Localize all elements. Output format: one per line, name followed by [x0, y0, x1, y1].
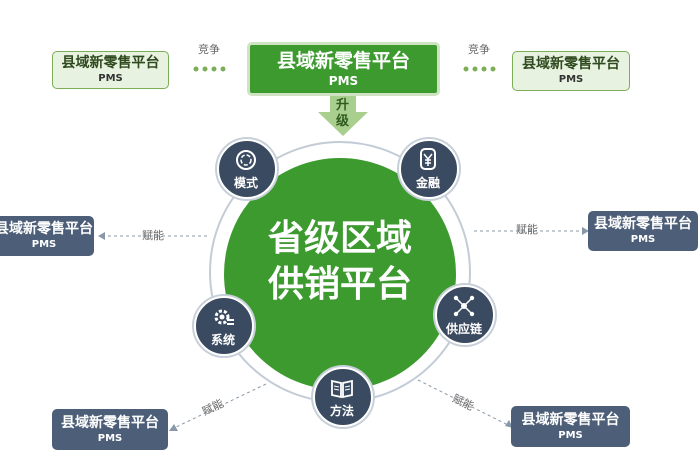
platform-sub: PMS — [558, 74, 584, 85]
platform-title: 县域新零售平台 — [521, 411, 620, 428]
node-model: 模式 — [217, 139, 277, 199]
gear-icon — [214, 309, 234, 325]
node-supply-chain-label: 供应链 — [446, 322, 483, 336]
retail-platform-top-right: 县域新零售平台 PMS — [512, 51, 630, 91]
book-icon — [331, 379, 353, 399]
node-supply-chain: 供应链 — [435, 285, 495, 345]
platform-title: 县域新零售平台 — [276, 49, 410, 72]
node-system-label: 系统 — [211, 333, 236, 347]
node-method-label: 方法 — [330, 404, 355, 418]
empower-label-right: 赋能 — [516, 223, 538, 236]
node-system: 系统 — [194, 296, 254, 356]
upgrade-text-2: 级 — [336, 114, 350, 129]
compete-label-left: 竞争 — [198, 43, 220, 56]
platform-title: 县域新零售平台 — [61, 414, 159, 431]
center-title-line1: 省级区域 — [268, 218, 413, 259]
compete-dots-right — [463, 66, 496, 72]
network-icon — [453, 295, 475, 317]
empower-label-left: 赋能 — [142, 229, 164, 242]
retail-platform-top-main: 县域新零售平台 PMS — [247, 42, 440, 96]
empower-arrow-right — [582, 227, 589, 235]
platform-sub: PMS — [97, 432, 123, 444]
platform-sub: PMS — [31, 239, 57, 250]
center-title-line2: 供销平台 — [268, 264, 413, 305]
yen-coin-icon — [420, 148, 436, 170]
node-finance: 金融 — [399, 139, 459, 199]
platform-title: 县域新零售平台 — [61, 55, 160, 71]
node-method: 方法 — [313, 367, 373, 427]
platform-sub: PMS — [328, 73, 359, 88]
retail-platform-top-left: 县域新零售平台 PMS — [52, 51, 169, 89]
retail-platform-left: 县域新零售平台 PMS — [0, 216, 94, 256]
compete-label-right: 竞争 — [468, 43, 490, 56]
platform-sub: PMS — [98, 73, 123, 84]
node-model-label: 模式 — [234, 176, 259, 190]
platform-title: 县域新零售平台 — [522, 56, 620, 72]
center-disc — [224, 158, 456, 390]
platform-sub: PMS — [558, 429, 583, 441]
node-finance-label: 金融 — [416, 176, 441, 190]
upgrade-arrow — [318, 96, 368, 136]
empower-arrow-left — [98, 232, 105, 240]
retail-platform-bottom-right: 县域新零售平台 PMS — [511, 406, 630, 447]
platform-title: 县域新零售平台 — [594, 216, 692, 232]
retail-platform-bottom-left: 县域新零售平台 PMS — [52, 409, 168, 450]
compete-dots-left — [193, 66, 226, 72]
upgrade-text-1: 升 — [336, 98, 350, 113]
empower-arrow-bottom-left — [169, 424, 178, 431]
cycle-icon — [236, 150, 256, 170]
platform-sub: PMS — [630, 234, 656, 245]
platform-title: 县域新零售平台 — [0, 221, 93, 237]
retail-platform-right: 县域新零售平台 PMS — [588, 211, 698, 251]
